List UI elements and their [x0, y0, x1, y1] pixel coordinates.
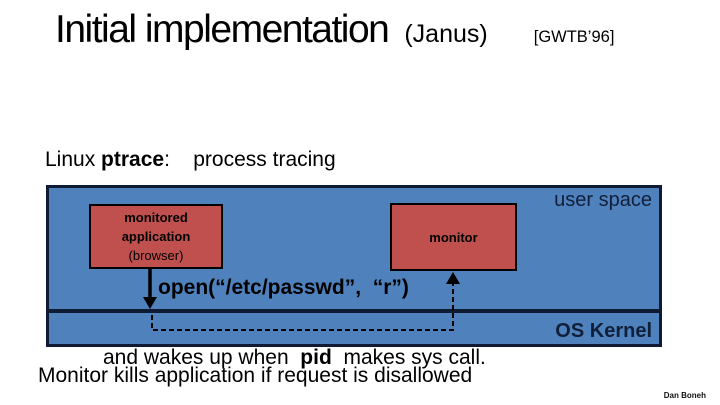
body-line-1: Linux ptrace: process tracing [45, 143, 517, 176]
syscall-arrowhead-down [143, 297, 157, 309]
line3-suffix: makes sys call. [331, 346, 486, 369]
line3-prefix: and wakes up when [103, 346, 301, 369]
line1-rest: : process tracing [164, 148, 336, 171]
footer-note: Monitor kills application if request is … [38, 364, 473, 387]
page-title: Initial implementation [55, 8, 390, 51]
syscall-flow-arrows [143, 269, 460, 331]
line3-pid-bold: pid [300, 346, 332, 369]
notify-dashed-path [151, 282, 454, 331]
kernel-boundary-line [49, 309, 659, 313]
user-space-label: user space [554, 189, 652, 211]
line1-ptrace-bold: ptrace [101, 148, 165, 171]
slide-title-row: Initial implementation (Janus) [GWTB’96] [0, 8, 720, 52]
title-subtitle: (Janus) [404, 20, 488, 48]
architecture-diagram: user space monitored application (browse… [46, 185, 662, 347]
app-box-line1: monitored [124, 210, 188, 225]
monitor-box: monitor [390, 203, 517, 271]
body-line-3: and wakes up when pid makes sys call. [45, 341, 517, 374]
author-credit: Dan Boneh [663, 391, 706, 400]
notify-arrowhead-up [446, 272, 460, 284]
monitor-box-label: monitor [429, 229, 478, 245]
app-box-line2: application [121, 229, 191, 244]
line1-prefix: Linux [45, 148, 102, 171]
app-box-line3: (browser) [128, 248, 184, 263]
monitored-application-box: monitored application (browser) [89, 204, 223, 269]
citation-reference: [GWTB’96] [533, 28, 615, 46]
syscall-text: open(“/etc/passwd”, “r”) [158, 276, 409, 299]
os-kernel-label: OS Kernel [555, 320, 652, 342]
